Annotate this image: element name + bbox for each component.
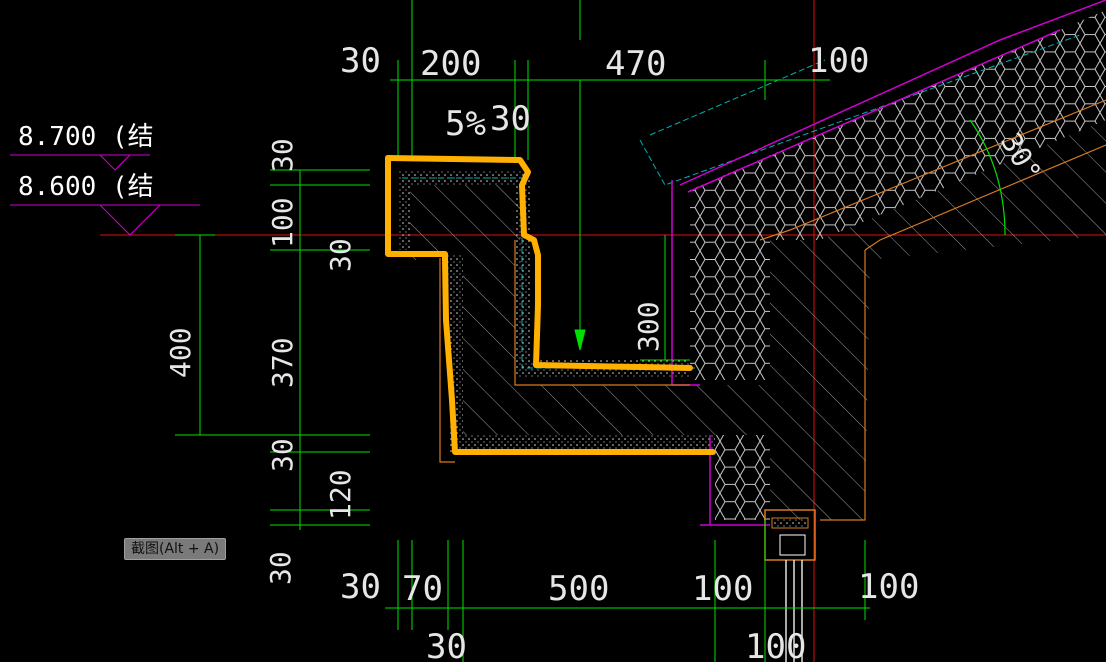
level-markers: 8.700 (结 8.600 (结 <box>10 122 200 236</box>
dim-bottom-30: 30 <box>340 567 381 607</box>
dim-bottom-100-low: 100 <box>745 627 806 662</box>
dim-left-120: 120 <box>324 469 357 520</box>
dim-left-30-low: 30 <box>266 438 299 472</box>
dim-bottom-30-low: 30 <box>426 627 467 662</box>
level-note-2: (结 <box>112 172 154 202</box>
dim-left-400: 400 <box>164 327 197 378</box>
angle-arc <box>969 119 1006 236</box>
dim-bottom-100b: 100 <box>858 567 919 607</box>
dim-bottom-100a: 100 <box>692 569 753 609</box>
dimension-lines <box>175 0 870 662</box>
dim-top-30b: 30 <box>490 99 531 139</box>
dim-bottom-70: 70 <box>402 569 443 609</box>
dim-left-30-top: 30 <box>266 138 299 172</box>
left-dimensions: 30 100 30 400 370 30 120 30 <box>164 138 357 585</box>
dim-top-100: 100 <box>808 41 869 81</box>
dim-left-30-mid: 30 <box>324 238 357 272</box>
dim-left-30-bottom: 30 <box>264 551 297 585</box>
highlight-markup <box>385 155 716 455</box>
screenshot-tooltip: 截图(Alt + A) <box>124 538 227 560</box>
dim-top-200: 200 <box>420 44 481 84</box>
bottom-dimensions: 30 70 500 100 100 30 100 <box>340 567 919 662</box>
level-value-2: 8.600 <box>18 172 96 202</box>
concrete-structure <box>410 120 1106 520</box>
dim-slope: 5% <box>445 104 486 144</box>
dim-left-100: 100 <box>266 197 299 248</box>
level-note-1: (结 <box>112 122 154 152</box>
dim-top-470: 470 <box>605 44 666 84</box>
roof-outline <box>671 0 1106 526</box>
drain-arrow <box>574 329 586 351</box>
dim-bottom-500: 500 <box>548 569 609 609</box>
orange-outline <box>439 99 1106 521</box>
dim-inner-300: 300 <box>632 301 665 352</box>
level-value-1: 8.700 <box>18 122 96 152</box>
dim-left-370: 370 <box>266 337 299 388</box>
dim-top-30: 30 <box>340 41 381 81</box>
top-dimensions: 30 200 5% 30 470 100 <box>340 41 869 144</box>
window-frame <box>764 509 816 662</box>
roof-insulation <box>690 10 1106 520</box>
